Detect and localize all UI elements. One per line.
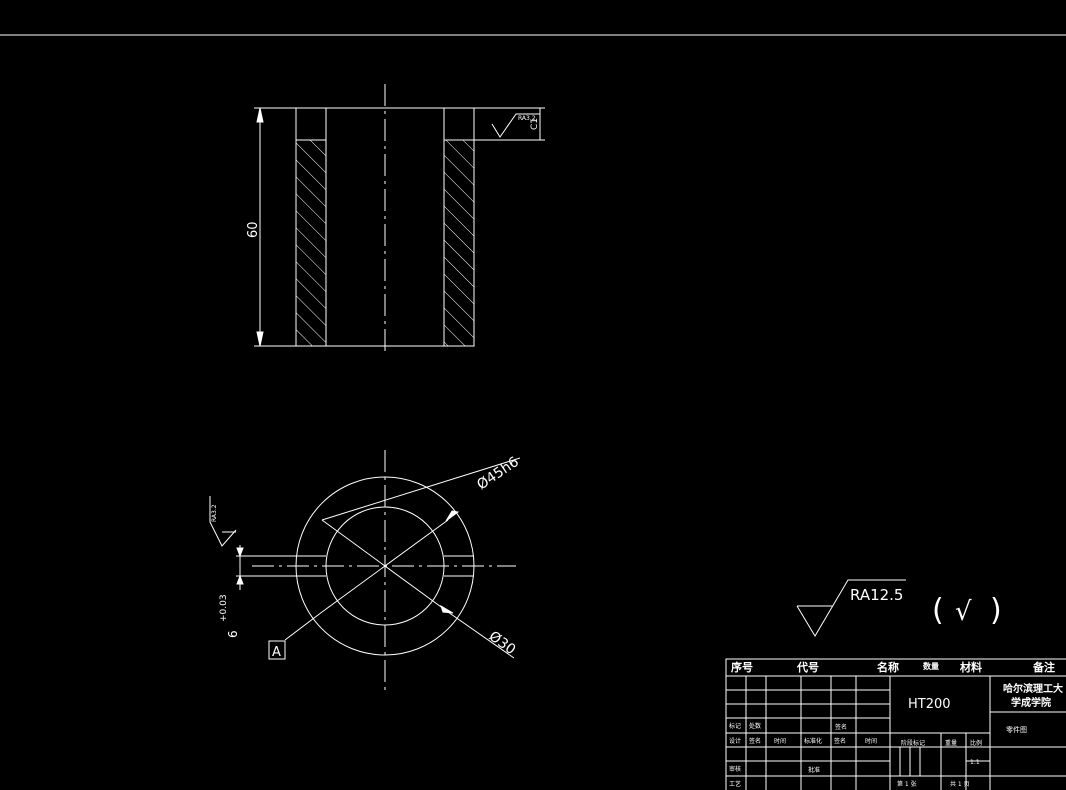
front-section-view: [254, 84, 545, 356]
paren-symbol: √: [955, 597, 972, 627]
drawing-name: 零件图: [1006, 725, 1027, 734]
label-signature2: 签名: [834, 737, 846, 745]
roughness-top-text: RA3.2: [518, 115, 536, 122]
paren-right: ): [990, 593, 1002, 628]
left-wall-hatch: [295, 139, 327, 347]
material-value: HT200: [908, 697, 951, 712]
label-standardize: 标准化: [804, 737, 822, 745]
inner-dia-text: Ø30: [486, 628, 519, 658]
label-process: 工艺: [729, 780, 741, 788]
header-material: 材料: [960, 660, 982, 674]
dim-arrow-top: [256, 107, 264, 123]
header-code: 代号: [796, 660, 819, 674]
header-qty: 数量: [923, 661, 939, 671]
school-line1: 哈尔滨理工大: [1003, 682, 1063, 695]
datum-box: [268, 640, 286, 660]
roughness-symbol-slot: [209, 496, 237, 547]
diag-b: [321, 519, 449, 613]
label-design: 设计: [729, 737, 741, 745]
slot-width-text: 6: [226, 630, 240, 638]
label-sign: 签名: [835, 723, 847, 731]
chamfer-text: C1: [530, 118, 540, 130]
label-sheet-of: 第 1 张: [897, 780, 917, 788]
label-scale: 比例: [970, 739, 982, 747]
school-line2: 学成学院: [1011, 696, 1051, 709]
slot-arrow-bottom: [236, 574, 244, 585]
inner-dia-leader: [447, 611, 515, 659]
roughness-slot-text: RA3.2: [211, 504, 218, 522]
label-signature: 签名: [749, 737, 761, 745]
paren-left: (: [932, 593, 944, 628]
label-approve: 批准: [808, 766, 820, 774]
label-check: 审核: [729, 765, 741, 773]
label-stage-mark: 阶段标记: [901, 739, 925, 747]
title-block: [725, 658, 1066, 790]
general-roughness-symbol: [796, 579, 906, 637]
label-total-sheets: 共 1 页: [950, 780, 970, 788]
label-places: 处数: [749, 722, 761, 730]
outer-dia-text: Ø45h6: [474, 454, 522, 493]
slot-arrow-top: [236, 547, 244, 558]
label-mark: 标记: [729, 722, 741, 730]
scale-value: 1:1: [970, 759, 980, 766]
header-remark: 备注: [1032, 660, 1055, 674]
slot-tol-text: +0.03: [219, 594, 229, 622]
outer-dia-arrow: [445, 510, 460, 522]
label-weight: 重量: [945, 739, 957, 747]
general-roughness-text: RA12.5: [850, 586, 903, 604]
right-wall-hatch: [443, 139, 475, 347]
inner-dia-arrow: [440, 604, 454, 614]
height-dim-text: 60: [246, 221, 261, 238]
label-date: 时间: [774, 737, 786, 745]
header-name: 名称: [877, 660, 899, 674]
outer-dia-leader: [321, 457, 521, 521]
label-date2: 时间: [865, 737, 877, 745]
datum-text: A: [272, 645, 281, 660]
header-seq: 序号: [731, 660, 753, 674]
dim-arrow-bottom: [256, 331, 264, 347]
roughness-symbol-top: [491, 113, 540, 138]
top-view: [209, 450, 521, 694]
datum-leader: [284, 611, 323, 641]
